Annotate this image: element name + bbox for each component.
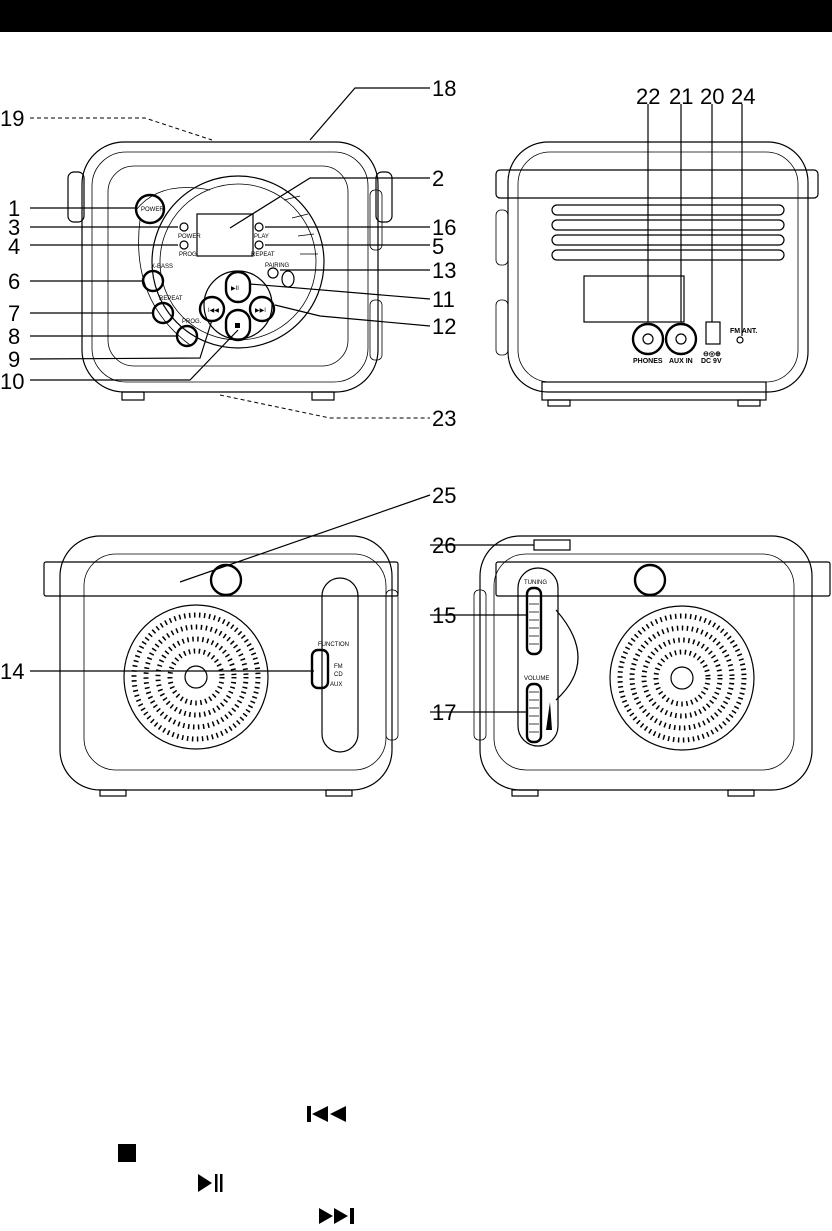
repeat-led-label: REPEAT [251, 252, 275, 258]
skip-forward-icon [318, 1206, 358, 1226]
function-label: FUNCTION [318, 642, 349, 648]
stop-icon [116, 1142, 138, 1164]
fm-label: FM [334, 664, 343, 670]
play-led-label: PLAY [254, 234, 269, 240]
xbass-label: X-BASS [151, 264, 173, 270]
callout-19: 19 [0, 106, 24, 131]
aux-in-label: AUX IN [669, 358, 693, 365]
play-pause-icon [196, 1172, 224, 1194]
left-side-callouts [30, 495, 430, 671]
svg-text:▶II: ▶II [231, 286, 239, 292]
prog-led [180, 241, 188, 249]
repeat-button[interactable] [153, 303, 173, 323]
svg-text:▶▶I: ▶▶I [255, 308, 266, 314]
volume-wheel[interactable] [527, 684, 541, 742]
power-label: POWER [141, 207, 164, 213]
callout-2: 2 [432, 166, 444, 191]
pairing-button[interactable] [268, 268, 278, 278]
power-led [180, 223, 188, 231]
callout-22: 22 [636, 84, 660, 109]
callout-18: 18 [432, 76, 456, 101]
function-switch[interactable] [312, 650, 328, 688]
callout-23: 23 [432, 406, 456, 431]
callout-7: 7 [8, 301, 20, 326]
callout-21: 21 [669, 84, 693, 109]
callout-13: 13 [432, 258, 456, 283]
callout-14: 14 [0, 659, 24, 684]
callout-4: 4 [8, 234, 20, 259]
tuning-label: TUNING [524, 580, 547, 586]
prog-led-label: PROG. [179, 252, 199, 258]
repeat-label: REPEAT [159, 296, 183, 302]
dc-label: DC 9V [701, 358, 722, 365]
phones-jack[interactable] [633, 324, 663, 354]
callout-26: 26 [432, 533, 456, 558]
fm-ant-label: FM ANT. [730, 328, 757, 335]
power-led-label: POWER [178, 234, 201, 240]
repeat-led [255, 241, 263, 249]
volume-label: VOLUME [524, 676, 549, 682]
callout-15: 15 [432, 603, 456, 628]
callout-17: 17 [432, 700, 456, 725]
front-view: POWER POWER PROG. PLAY REPEAT X-BASS REP… [68, 142, 392, 400]
dc-in-jack[interactable] [706, 322, 720, 344]
prog-label: PROG. [182, 319, 202, 325]
front-callouts [30, 88, 430, 418]
callout-11: 11 [432, 287, 455, 312]
left-side-view: FUNCTION FM CD AUX [44, 536, 398, 796]
aux-label: AUX [330, 682, 342, 688]
skip-back-icon [306, 1104, 352, 1124]
fm-antenna [737, 337, 743, 343]
callout-20: 20 [700, 84, 724, 109]
pairing-label: PAIRING [265, 263, 290, 269]
callout-12: 12 [432, 314, 456, 339]
callout-8: 8 [8, 324, 20, 349]
aux-in-jack[interactable] [666, 324, 696, 354]
bluetooth-icon [282, 271, 294, 287]
callout-5: 5 [432, 234, 444, 259]
cd-label: CD [334, 672, 343, 678]
right-side-view: TUNING VOLUME [474, 536, 830, 796]
back-view: PHONES AUX IN ⊖◎⊕ DC 9V FM ANT. [496, 142, 818, 406]
callout-24: 24 [731, 84, 755, 109]
phones-label: PHONES [633, 358, 663, 365]
svg-text:I◀◀: I◀◀ [208, 308, 219, 314]
callout-25: 25 [432, 483, 456, 508]
callout-10: 10 [0, 369, 24, 394]
callout-6: 6 [8, 269, 20, 294]
svg-text:⊖◎⊕: ⊖◎⊕ [703, 351, 721, 358]
play-led [255, 223, 263, 231]
